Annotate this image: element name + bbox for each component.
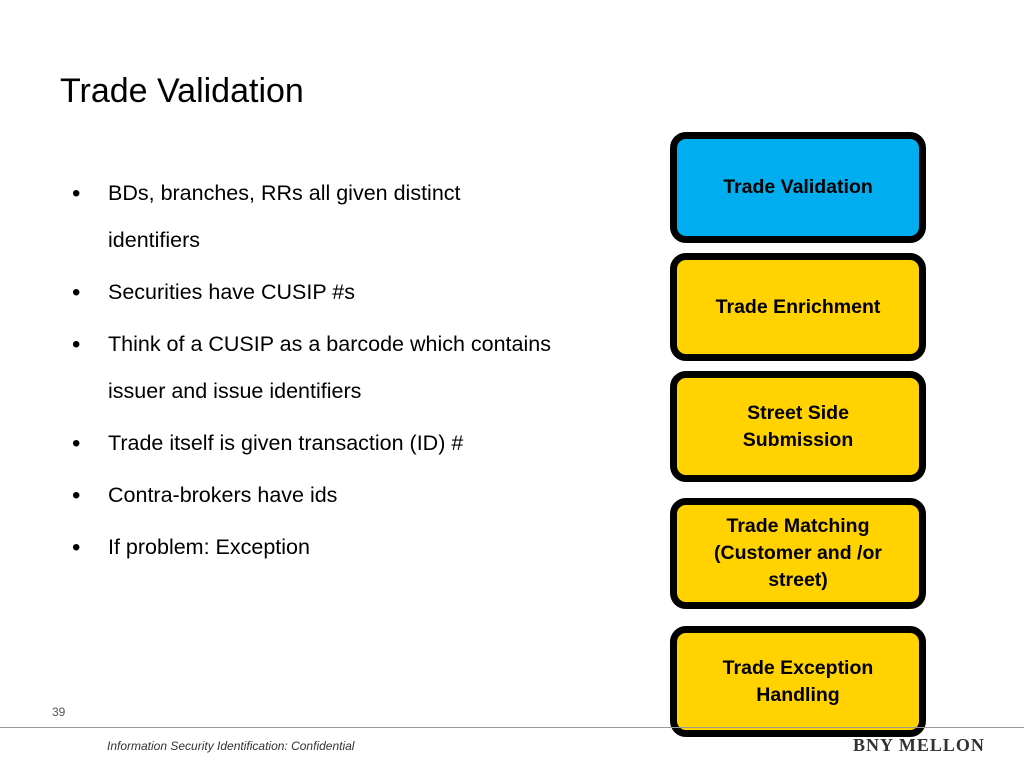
- bullet-list: • BDs, branches, RRs all given distinct i…: [72, 170, 552, 576]
- bullet-icon: •: [72, 534, 81, 561]
- bullet-item: • Trade itself is given transaction (ID) …: [72, 420, 552, 467]
- flow-step-trade-validation: Trade Validation: [670, 132, 926, 243]
- flow-step-label: Street Side Submission: [742, 401, 854, 451]
- flow-step-label: Trade Exception Handling: [722, 656, 874, 706]
- bullet-item: • Think of a CUSIP as a barcode which con…: [72, 321, 552, 415]
- flow-step-trade-exception-handling: Trade Exception Handling: [670, 626, 926, 737]
- flow-step-label: Trade Validation: [723, 176, 873, 198]
- bullet-item: • Contra-brokers have ids: [72, 472, 552, 519]
- bullet-item: • Securities have CUSIP #s: [72, 269, 552, 316]
- flow-step-label: Trade Matching (Customer and /or street): [714, 515, 882, 591]
- bullet-item: • BDs, branches, RRs all given distinct i…: [72, 170, 552, 264]
- bullet-text: Trade itself is given transaction (ID) #: [108, 431, 464, 455]
- bullet-text: BDs, branches, RRs all given distinct id…: [108, 181, 461, 252]
- footer-divider: [0, 727, 1024, 728]
- flow-step-street-side-submission: Street Side Submission: [670, 371, 926, 482]
- bullet-icon: •: [72, 430, 81, 457]
- slide-title: Trade Validation: [60, 72, 304, 110]
- flow-step-trade-enrichment: Trade Enrichment: [670, 253, 926, 361]
- footer-confidentiality: Information Security Identification: Con…: [107, 739, 355, 753]
- flow-step-trade-matching: Trade Matching (Customer and /or street): [670, 498, 926, 609]
- brand-logo: BNY MELLON: [853, 735, 985, 755]
- bullet-text: If problem: Exception: [108, 535, 310, 559]
- bullet-icon: •: [72, 482, 81, 509]
- bullet-text: Think of a CUSIP as a barcode which cont…: [108, 332, 551, 403]
- bullet-icon: •: [72, 180, 81, 207]
- bullet-text: Contra-brokers have ids: [108, 483, 338, 507]
- bullet-icon: •: [72, 331, 81, 358]
- bullet-text: Securities have CUSIP #s: [108, 280, 355, 304]
- flow-step-label: Trade Enrichment: [715, 295, 881, 318]
- bullet-icon: •: [72, 279, 81, 306]
- page-number: 39: [52, 705, 66, 719]
- bullet-item: • If problem: Exception: [72, 524, 552, 571]
